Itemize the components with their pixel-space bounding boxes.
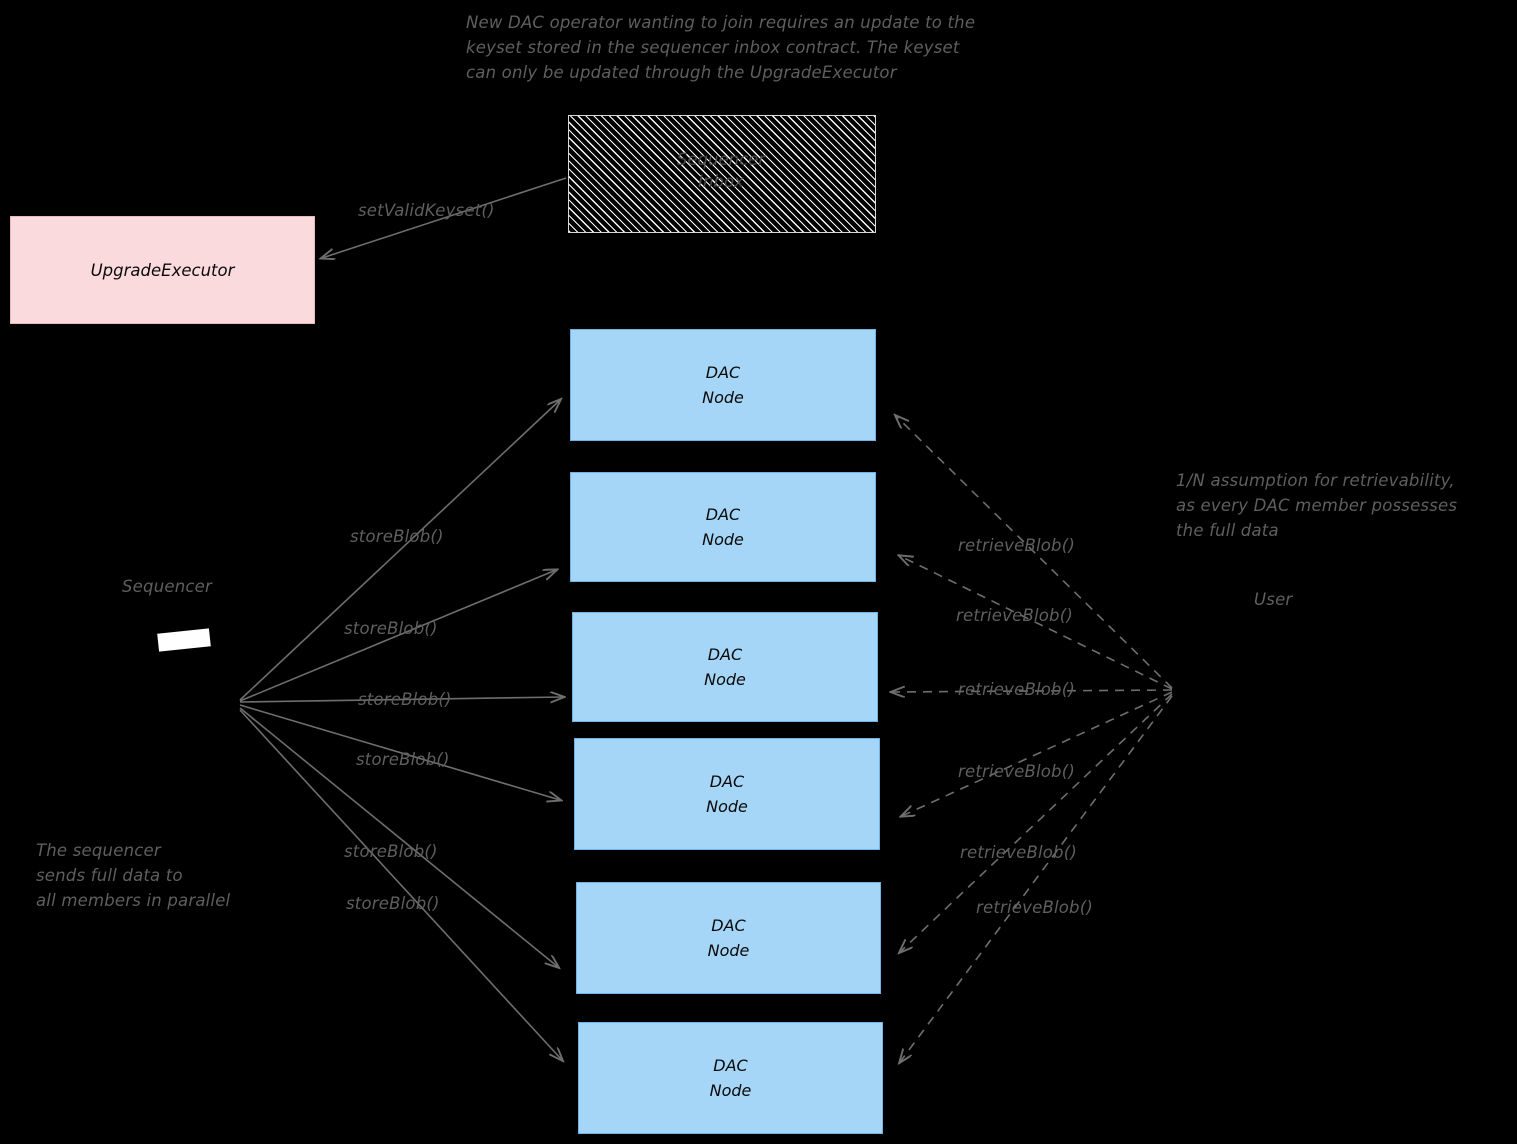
sequencer-inbox-box bbox=[568, 115, 876, 233]
edge-label-retrieve-blob-6: retrieveBlob() bbox=[976, 898, 1093, 917]
dac-node-6-line1: DAC bbox=[713, 1056, 748, 1075]
dac-node-6-line2: Node bbox=[709, 1081, 752, 1100]
dac-node-5-line2: Node bbox=[707, 941, 750, 960]
dac-node-3: DAC Node bbox=[572, 612, 878, 722]
dac-node-2-line1: DAC bbox=[705, 505, 741, 524]
sequencer-inbox-label-line2: Inbox bbox=[698, 172, 744, 191]
dac-node-4: DAC Node bbox=[574, 738, 880, 850]
dac-node-1-line1: DAC bbox=[705, 363, 741, 382]
dac-node-5-line1: DAC bbox=[711, 916, 746, 935]
edge-label-store-blob-5: storeBlob() bbox=[344, 842, 438, 861]
note-top: New DAC operator wanting to join require… bbox=[466, 13, 976, 82]
upgrade-executor-box: UpgradeExecutor bbox=[10, 216, 315, 324]
sequencer-actor-icon bbox=[157, 628, 211, 652]
dac-node-4-line1: DAC bbox=[709, 772, 745, 791]
note-bottom-left: The sequencer sends full data to all mem… bbox=[36, 841, 231, 910]
arrow-retrieve-blob-4 bbox=[902, 691, 1173, 816]
edge-label-store-blob-4: storeBlob() bbox=[356, 750, 450, 769]
dac-node-3-line1: DAC bbox=[707, 645, 743, 664]
edge-label-store-blob-1: storeBlob() bbox=[350, 527, 444, 546]
edge-label-retrieve-blob-4: retrieveBlob() bbox=[958, 762, 1075, 781]
dac-node-6: DAC Node bbox=[578, 1022, 883, 1134]
edge-label-retrieve-blob-5: retrieveBlob() bbox=[960, 843, 1077, 862]
edge-label-retrieve-blob-1: retrieveBlob() bbox=[958, 536, 1075, 555]
user-label: User bbox=[1254, 590, 1293, 609]
sequencer-inbox-label-line1: Sequencer bbox=[676, 150, 766, 169]
dac-node-2: DAC Node bbox=[570, 472, 876, 582]
dac-node-1-line2: Node bbox=[702, 388, 744, 407]
dac-node-3-line2: Node bbox=[704, 670, 746, 689]
dac-node-4-line2: Node bbox=[706, 797, 748, 816]
upgrade-executor-label: UpgradeExecutor bbox=[90, 260, 235, 280]
note-right: 1/N assumption for retrievability, as ev… bbox=[1176, 471, 1458, 540]
edge-label-set-valid-keyset: setValidKeyset() bbox=[358, 201, 495, 220]
edge-label-retrieve-blob-3: retrieveBlob() bbox=[958, 680, 1075, 699]
edge-label-retrieve-blob-2: retrieveBlob() bbox=[956, 606, 1073, 625]
arrow-retrieve-blob-6 bbox=[900, 695, 1173, 1062]
edge-label-store-blob-6: storeBlob() bbox=[346, 894, 440, 913]
edge-label-store-blob-3: storeBlob() bbox=[358, 690, 452, 709]
sequencer-label: Sequencer bbox=[122, 577, 212, 596]
dac-node-5: DAC Node bbox=[576, 882, 881, 994]
arrow-store-blob-1 bbox=[239, 400, 560, 701]
dac-node-1: DAC Node bbox=[570, 329, 876, 441]
edge-label-store-blob-2: storeBlob() bbox=[344, 619, 438, 638]
dac-node-2-line2: Node bbox=[702, 530, 744, 549]
